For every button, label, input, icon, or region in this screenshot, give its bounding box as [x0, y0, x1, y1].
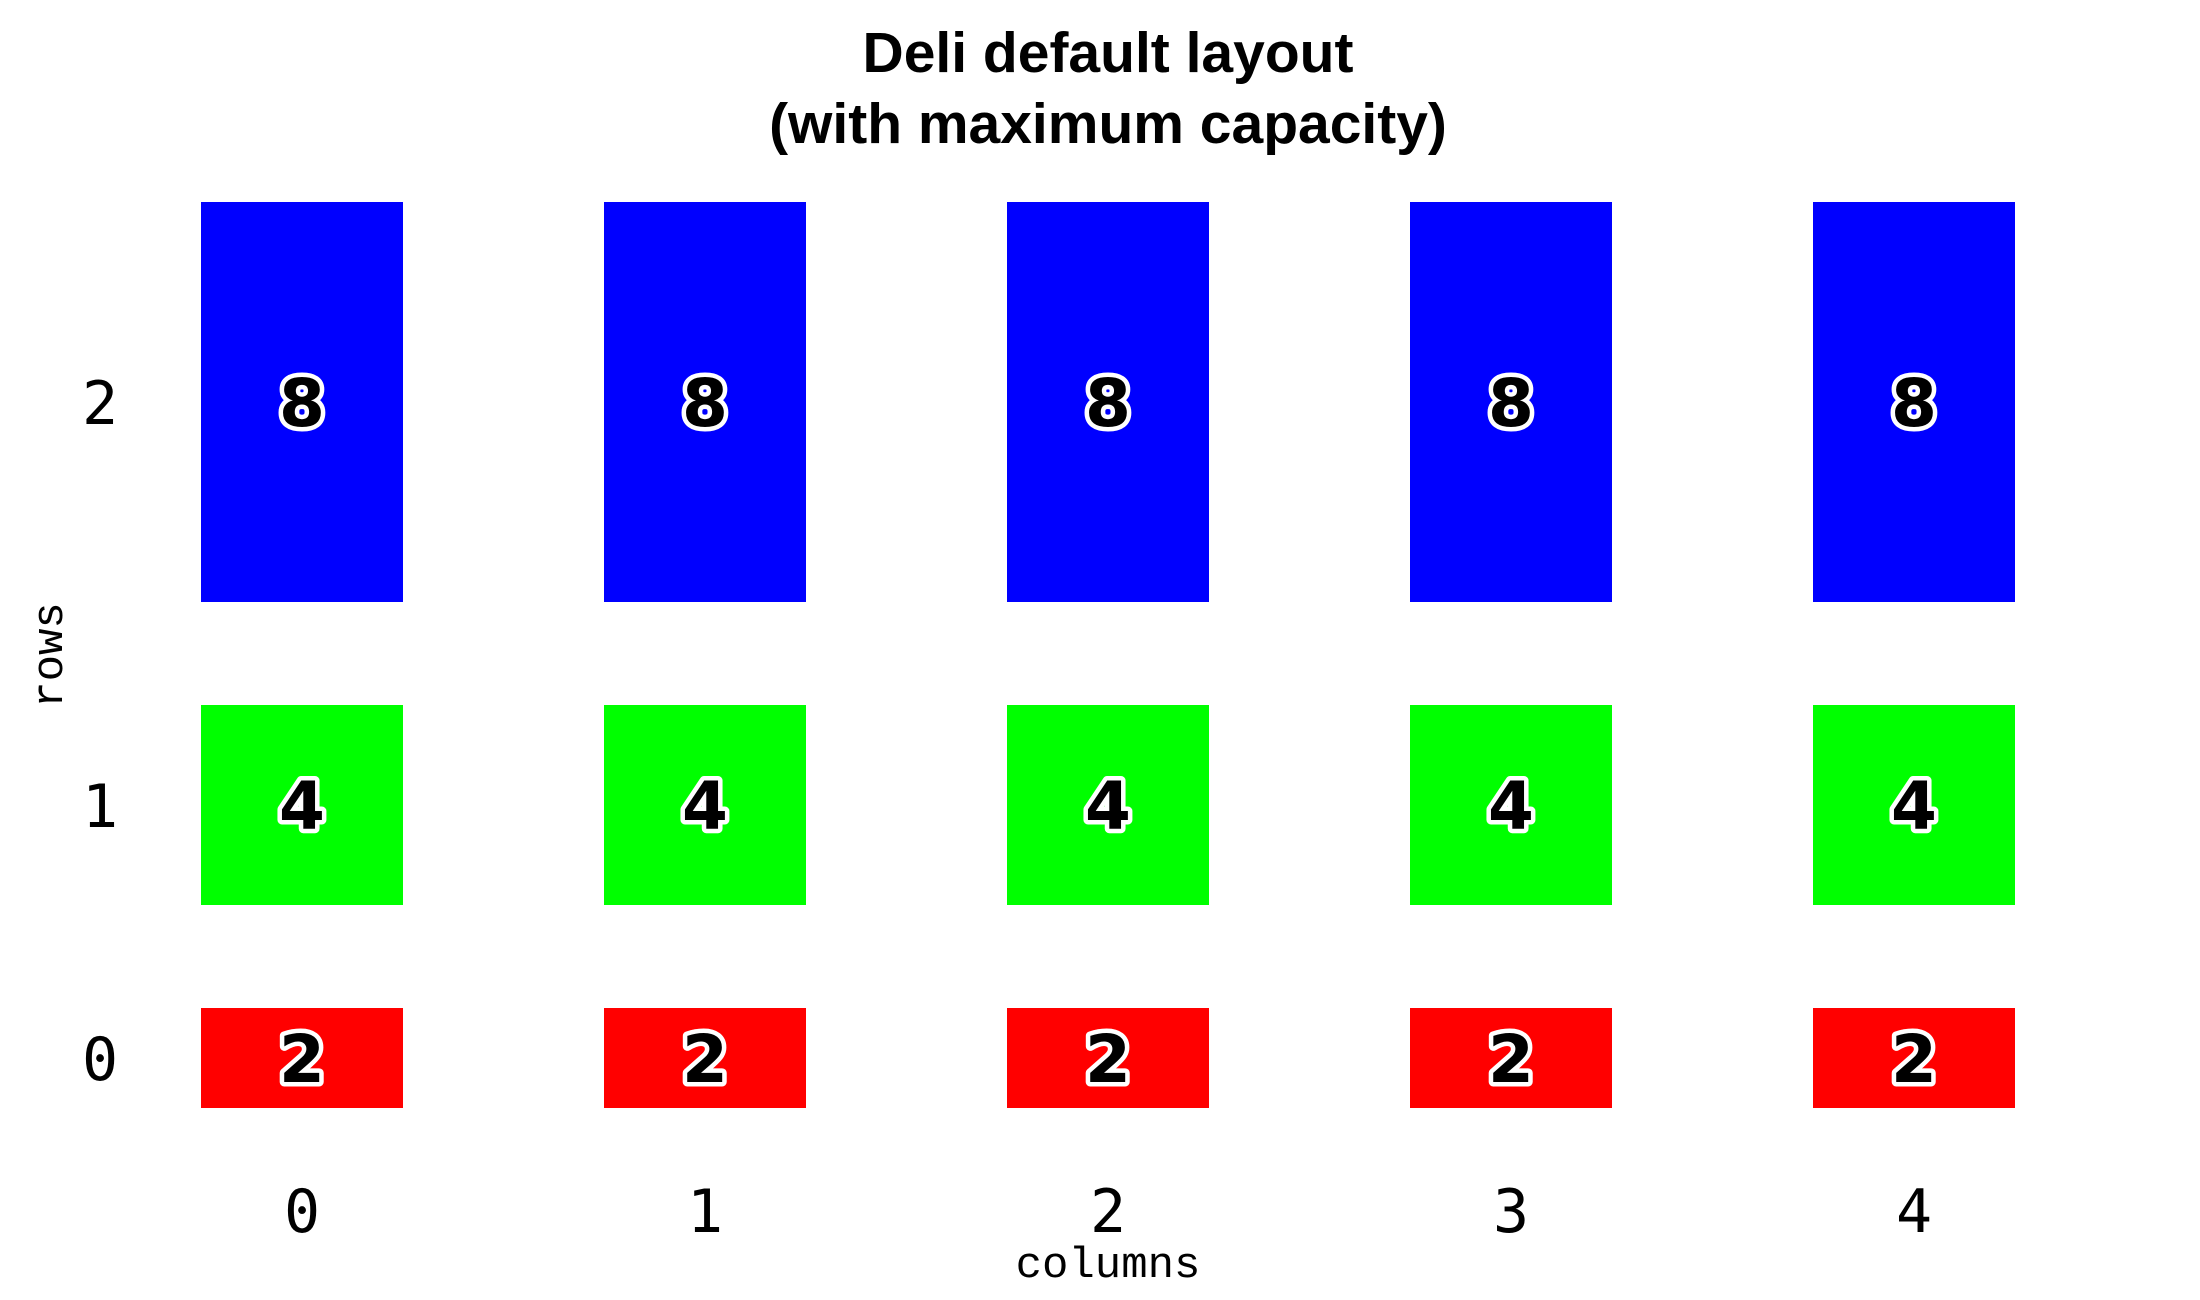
table-cell-r2-c2 [1007, 202, 1209, 602]
capacity-label-r2-c4: 8 [1891, 365, 1937, 442]
capacity-label-r2-c2: 8 [1085, 365, 1131, 442]
x-tick-label-3: 3 [1493, 1177, 1529, 1247]
y-tick-label-1: 1 [82, 772, 118, 842]
table-cell-r2-c0 [201, 202, 403, 602]
capacity-label-r0-c0: 2 [279, 1021, 325, 1098]
x-tick-label-1: 1 [687, 1177, 723, 1247]
cells-layer: 2 2 2 2 2 4 4 4 4 4 8 8 8 8 8 [201, 202, 2015, 1108]
x-tick-label-4: 4 [1896, 1177, 1932, 1247]
capacity-label-r2-c0: 8 [279, 365, 325, 442]
x-axis-label: columns [1016, 1241, 1201, 1291]
x-tick-label-0: 0 [284, 1177, 320, 1247]
capacity-label-r1-c4: 4 [1891, 768, 1937, 845]
chart-title: Deli default layout [863, 21, 1354, 85]
table-cell-r0-c2 [1007, 1008, 1209, 1108]
table-cell-r1-c2 [1007, 705, 1209, 905]
y-axis-label: rows [26, 602, 76, 708]
capacity-label-r1-c2: 4 [1085, 768, 1131, 845]
capacity-label-r0-c4: 2 [1891, 1021, 1937, 1098]
table-cell-r1-c0 [201, 705, 403, 905]
capacity-label-r0-c3: 2 [1488, 1021, 1534, 1098]
table-cell-r1-c3 [1410, 705, 1612, 905]
y-tick-label-2: 2 [82, 369, 118, 439]
table-cell-r0-c0 [201, 1008, 403, 1108]
capacity-label-r1-c3: 4 [1488, 768, 1534, 845]
table-cell-r0-c4 [1813, 1008, 2015, 1108]
chart-subtitle: (with maximum capacity) [769, 92, 1447, 156]
table-cell-r1-c1 [604, 705, 806, 905]
x-tick-label-2: 2 [1090, 1177, 1126, 1247]
capacity-label-r2-c1: 8 [682, 365, 728, 442]
capacity-label-r1-c0: 4 [279, 768, 325, 845]
capacity-label-r1-c1: 4 [682, 768, 728, 845]
table-cell-r2-c1 [604, 202, 806, 602]
table-cell-r2-c3 [1410, 202, 1612, 602]
y-tick-label-0: 0 [82, 1025, 118, 1095]
capacity-label-r2-c3: 8 [1488, 365, 1534, 442]
table-cell-r0-c3 [1410, 1008, 1612, 1108]
table-cell-r0-c1 [604, 1008, 806, 1108]
capacity-label-r0-c2: 2 [1085, 1021, 1131, 1098]
table-cell-r2-c4 [1813, 202, 2015, 602]
table-cell-r1-c4 [1813, 705, 2015, 905]
ticks-layer: 0 1 2 3 4 0 1 2 [82, 369, 1932, 1247]
capacity-label-r0-c1: 2 [682, 1021, 728, 1098]
